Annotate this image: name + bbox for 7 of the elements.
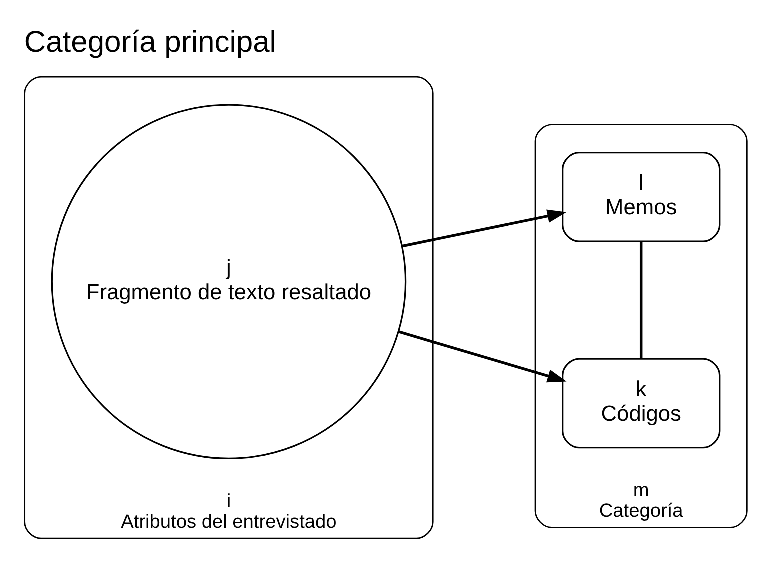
- arrow: [402, 209, 567, 248]
- connector: [640, 242, 643, 358]
- node-box: k Códigos: [562, 358, 721, 448]
- node-circle: j Fragmento de texto resaltado: [51, 104, 407, 460]
- diagram-title: Categoría principal: [24, 25, 276, 58]
- arrow: [398, 330, 567, 382]
- node-box: l Memos: [562, 152, 721, 242]
